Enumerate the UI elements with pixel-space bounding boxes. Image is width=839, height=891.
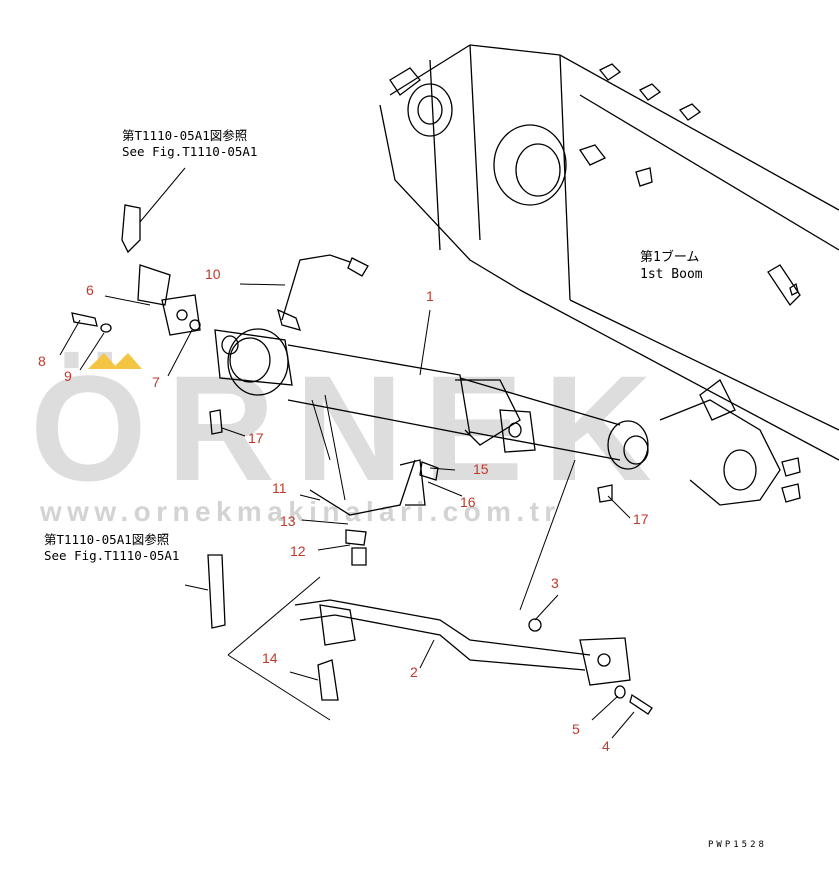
part-number: 6 [86,282,94,298]
part-number: 8 [38,353,46,369]
boom-label-en: 1st Boom [640,267,703,282]
part-number: 2 [410,664,418,680]
hydraulic-cylinder [214,328,649,470]
part-number: 11 [272,480,287,496]
part-number: 14 [262,650,278,666]
reference-top-jp: 第T1110-05A1図参照 [122,128,248,143]
clamp-11 [309,459,416,516]
part-number: 15 [473,461,489,477]
drawing-code: PWP1528 [708,840,767,850]
part-number: 9 [64,368,72,384]
boom-structure [379,44,839,506]
tube-2 [294,484,653,715]
fittings [71,204,226,629]
part-number: 12 [290,543,306,559]
part-number: 3 [551,575,559,591]
clamp-10 [281,254,351,321]
reference-mid-en: See Fig.T1110-05A1 [44,548,180,563]
part-number: 10 [205,266,221,282]
watermark-url: www.ornekmakinalari.com.tr [40,496,561,527]
part-number: 7 [152,374,160,390]
part-number: 13 [280,513,296,529]
leader-lines [59,167,635,739]
part-number: 1 [426,288,434,304]
part-number: 16 [460,494,476,510]
part-number: 5 [572,721,580,737]
boom-label-jp: 第1ブーム [640,250,700,265]
part-number: 17 [248,430,264,446]
reference-mid-jp: 第T1110-05A1図参照 [44,532,170,547]
part-number: 4 [602,738,610,754]
part-number: 17 [633,511,649,527]
reference-top-en: See Fig.T1110-05A1 [122,144,258,159]
